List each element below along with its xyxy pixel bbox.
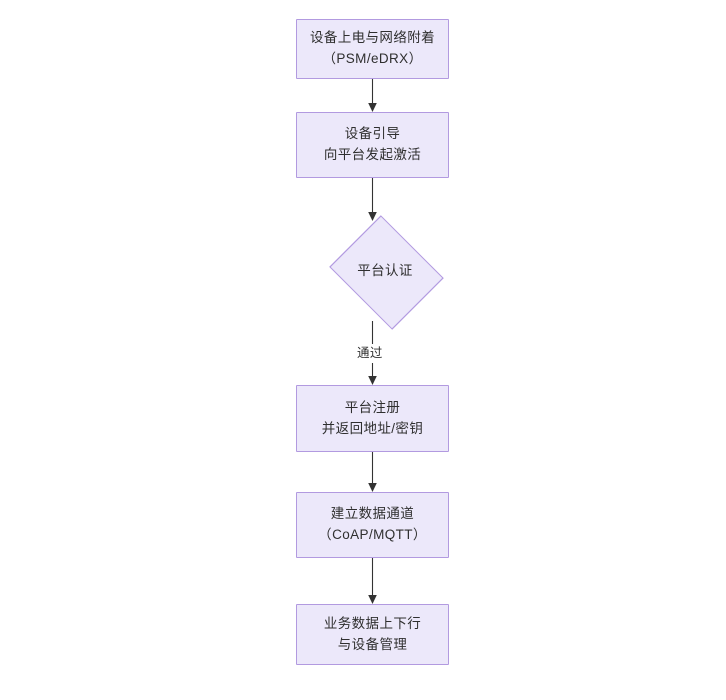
flow-node-data-channel[interactable]: 建立数据通道 （CoAP/MQTT） (296, 492, 449, 558)
edge-n4-n5 (368, 452, 377, 492)
flow-node-label: 设备引导 向平台发起激活 (323, 126, 422, 162)
flow-node-business-data[interactable]: 业务数据上下行 与设备管理 (296, 604, 449, 665)
edge-n1-n2 (368, 79, 377, 112)
flow-node-platform-register[interactable]: 平台注册 并返回地址/密钥 (296, 385, 449, 452)
edge-n5-n6 (368, 558, 377, 604)
flow-node-platform-auth-decision[interactable]: 平台认证 (324, 214, 446, 330)
flow-node-device-power-on[interactable]: 设备上电与网络附着 （PSM/eDRX） (296, 19, 449, 79)
flow-node-device-bootstrap[interactable]: 设备引导 向平台发起激活 (296, 112, 449, 178)
flow-node-label: 设备上电与网络附着 （PSM/eDRX） (309, 30, 436, 66)
flow-node-label: 业务数据上下行 与设备管理 (323, 615, 422, 652)
flow-node-label: 建立数据通道 （CoAP/MQTT） (318, 506, 427, 542)
edge-label-pass: 通过 (354, 344, 386, 363)
flow-node-label: 平台认证 (357, 262, 413, 278)
edge-n2-n3 (368, 178, 377, 221)
flow-node-label: 平台注册 并返回地址/密钥 (321, 399, 424, 436)
